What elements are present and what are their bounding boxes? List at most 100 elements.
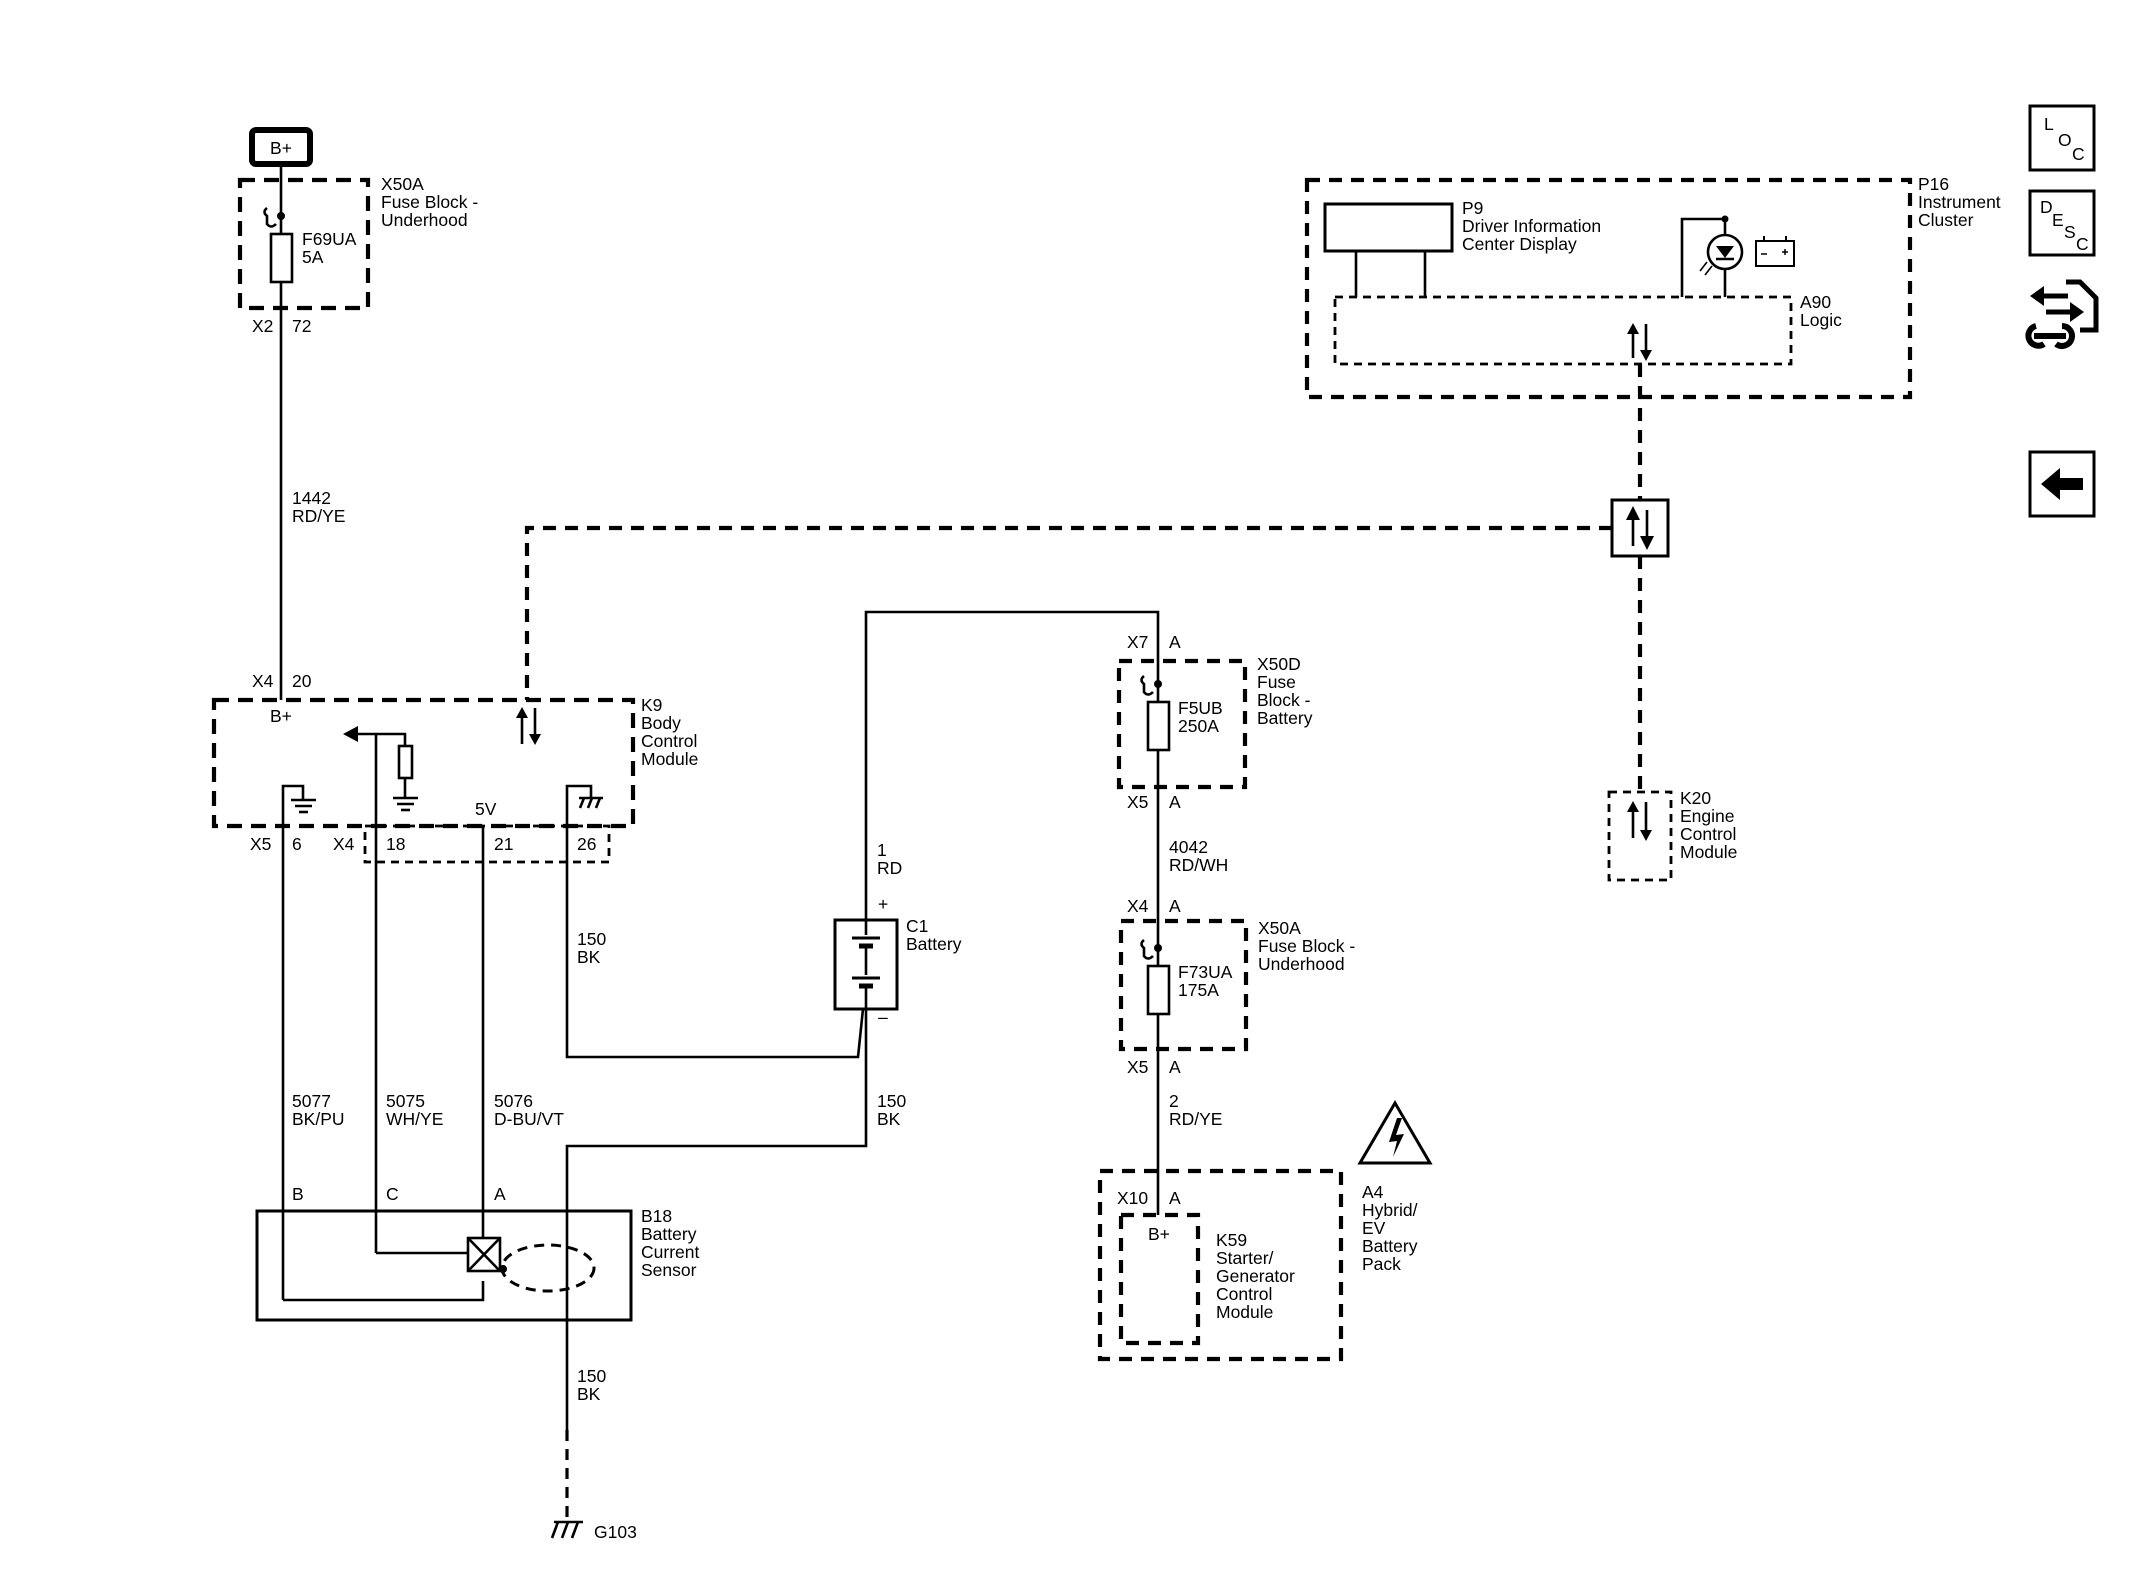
pin-b-label: B: [292, 1184, 304, 1204]
pin-label: 72: [292, 316, 311, 336]
circuit-number: 1: [877, 840, 887, 860]
connector-bottom-label: X5: [1127, 1057, 1148, 1077]
serial-data-bus: [524, 364, 1670, 792]
fuse-rating: 250A: [1178, 716, 1219, 736]
fuse-block-x50d: X7 A F5UB 250A X50D Fuse Block - Battery…: [1116, 632, 1313, 812]
pin-6-label: 6: [292, 834, 302, 854]
chassis-ground-icon: [565, 784, 603, 826]
instrument-cluster-p16: P16 Instrument Cluster P9 Driver Informa…: [1304, 174, 2001, 400]
description-button[interactable]: D E S C: [2028, 189, 2096, 257]
fuse-id: F5UB: [1178, 698, 1223, 718]
k59-desc-3: Control: [1216, 1284, 1272, 1304]
module-desc-1: Engine: [1680, 806, 1735, 826]
battery-plus: +: [878, 894, 888, 914]
fuse-f73ua: [1146, 964, 1171, 1016]
power-source-bplus: B+: [249, 127, 313, 216]
serial-data-icon: [1626, 506, 1654, 550]
sensor-name: B18: [641, 1206, 672, 1226]
connector-label: X10: [1117, 1188, 1148, 1208]
wire-1-rd: 1 RD: [877, 840, 902, 878]
module-name: K20: [1680, 788, 1711, 808]
circuit-number: 2: [1169, 1091, 1179, 1111]
wire-color: BK: [877, 1109, 901, 1129]
bplus-label: B+: [1148, 1224, 1170, 1244]
location-button[interactable]: L O C: [2028, 104, 2096, 172]
loc-letter-c: C: [2072, 144, 2085, 164]
connector-label: X4: [252, 671, 274, 691]
connector-bottom-label: X5: [1127, 792, 1148, 812]
fuse-f69ua: [269, 232, 294, 284]
bplus-label: B+: [270, 706, 292, 726]
ground-name: G103: [594, 1522, 637, 1542]
power-source-label: B+: [270, 138, 292, 158]
battery-desc: Battery: [906, 934, 962, 954]
battery-current-sensor-b18: B C A B18 Battery Current Sensor: [255, 1184, 699, 1322]
k59-name: K59: [1216, 1230, 1247, 1250]
fuse-rating: 175A: [1178, 980, 1219, 1000]
wire-color: RD/YE: [1169, 1109, 1222, 1129]
display-desc-2: Center Display: [1462, 234, 1577, 254]
wire-color: RD/YE: [292, 506, 345, 526]
cluster-desc-1: Instrument: [1918, 192, 2001, 212]
wire-color: RD/WH: [1169, 855, 1228, 875]
pin-top-label: A: [1169, 632, 1181, 652]
data-link-junction: [1610, 498, 1670, 558]
wire-5077: 5077 BK/PU: [292, 1091, 345, 1129]
k59-desc-2: Generator: [1216, 1266, 1295, 1286]
connector-top-label: X7: [1127, 632, 1148, 652]
desc-letter-s: S: [2064, 222, 2076, 242]
wire-color: BK/PU: [292, 1109, 345, 1129]
circuit-number: 150: [877, 1091, 906, 1111]
cluster-desc-2: Cluster: [1918, 210, 1974, 230]
connector-label: X2: [252, 316, 273, 336]
serial-data-icon: [1627, 323, 1652, 361]
sensor-desc-2: Current: [641, 1242, 699, 1262]
fuse-block-desc-1: Fuse: [1257, 672, 1296, 692]
fuse-block-name: X50A: [1258, 918, 1301, 938]
pin-21-label: 21: [494, 834, 513, 854]
pin-label: A: [1169, 1188, 1181, 1208]
fuse-rating: 5A: [302, 247, 324, 267]
pack-desc-2: EV: [1362, 1218, 1386, 1238]
fuse-block-x50a-top: X50A Fuse Block - Underhood F69UA 5A X2 …: [237, 174, 478, 700]
fuse-id: F69UA: [302, 229, 357, 249]
fuse-block-x50a-bottom: X4 A F73UA 175A X50A Fuse Block - Underh…: [1118, 896, 1355, 1077]
wire-5076: 5076 D-BU/VT: [494, 1091, 564, 1129]
wire-2: 2 RD/YE: [1156, 1049, 1222, 1215]
wire-color: WH/YE: [386, 1109, 443, 1129]
logic-name: A90: [1800, 292, 1831, 312]
module-desc-2: Control: [1680, 824, 1736, 844]
wire-color: BK: [577, 1384, 601, 1404]
logic-module-a90: [1333, 295, 1793, 366]
high-voltage-warning-icon: [1357, 1100, 1433, 1165]
wire-5075: 5075 WH/YE: [386, 1091, 443, 1129]
chassis-ground-icon: [550, 1520, 583, 1539]
five-volt-label: 5V: [475, 799, 497, 819]
fuse-block-desc-2: Block -: [1257, 690, 1311, 710]
connector-top-label: X4: [1127, 896, 1149, 916]
pack-name: A4: [1362, 1182, 1384, 1202]
desc-letter-c: C: [2076, 234, 2089, 254]
circuit-number: 5077: [292, 1091, 331, 1111]
fuse-id: F73UA: [1178, 962, 1233, 982]
fuse-f5ub: [1146, 700, 1171, 752]
wire-150-batt: 150 BK: [877, 1091, 906, 1129]
back-arrow-icon: [2041, 468, 2083, 500]
ground-g103: G103: [550, 1520, 637, 1542]
loc-letter-l: L: [2044, 114, 2054, 134]
cluster-name: P16: [1918, 174, 1949, 194]
wire-150-ground: 150 BK: [565, 1009, 868, 1522]
circuit-number: 5075: [386, 1091, 425, 1111]
battery-c1: + – C1 Battery: [833, 610, 1160, 1027]
display-name: P9: [1462, 198, 1483, 218]
wire-4042: 4042 RD/WH: [1156, 787, 1228, 921]
back-button[interactable]: [2028, 450, 2096, 518]
pin-bottom-label: A: [1169, 1057, 1181, 1077]
output-arrow-icon: [343, 726, 418, 826]
fuse-block-desc-2: Underhood: [1258, 954, 1345, 974]
pack-desc-4: Pack: [1362, 1254, 1401, 1274]
fuse-block-name: X50A: [381, 174, 424, 194]
circuit-number: 5076: [494, 1091, 533, 1111]
diagnostic-tools-button[interactable]: [2025, 279, 2099, 349]
